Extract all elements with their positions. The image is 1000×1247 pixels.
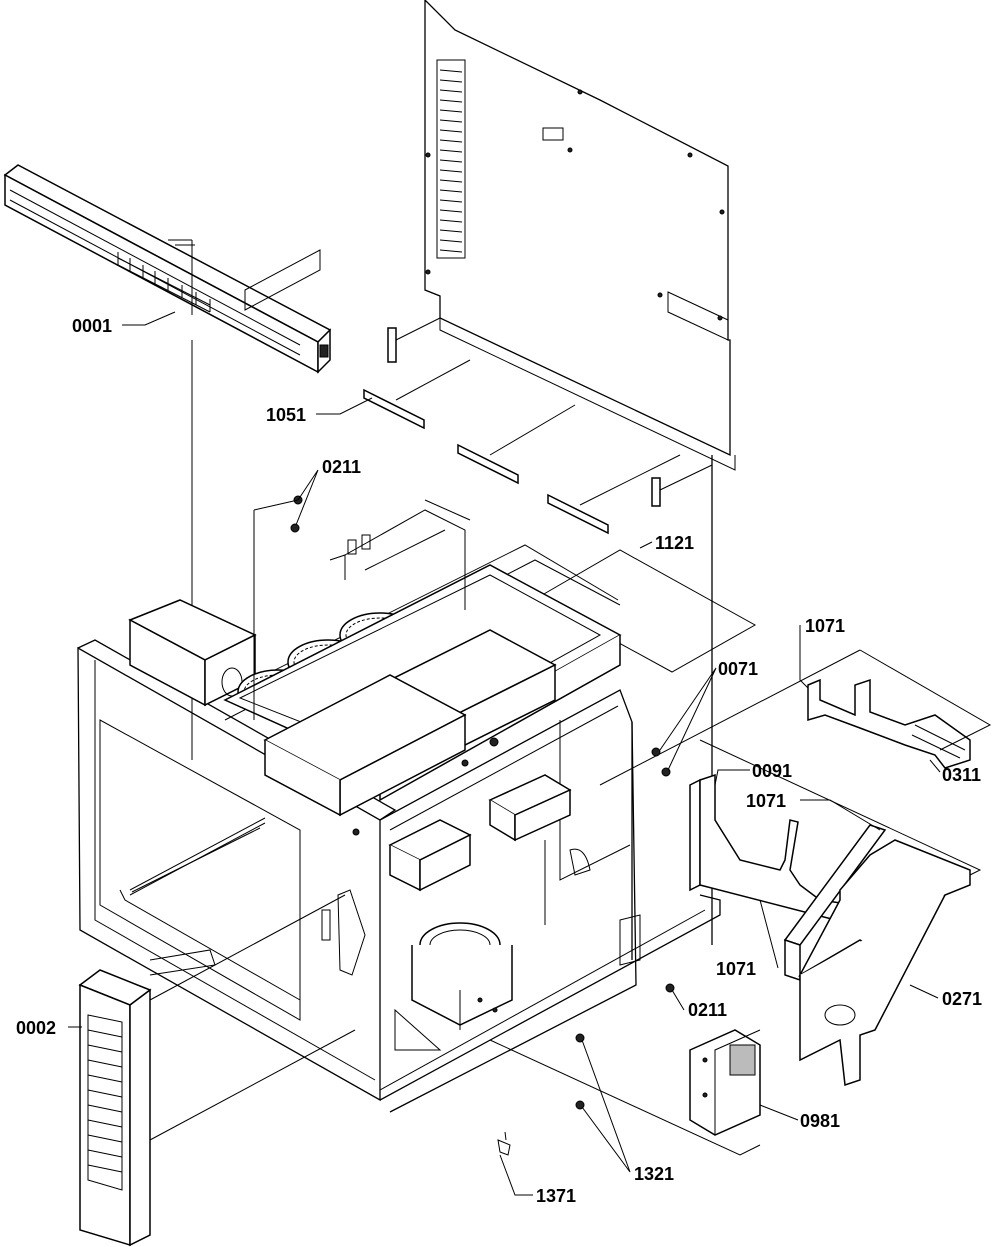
leader-lines [68,311,941,1196]
door-panel [78,969,152,1247]
insulation-sheet [535,549,757,673]
callout-1071-mid: 1071 [746,791,786,811]
callout-0311: 0311 [942,765,981,785]
transformer-box [128,599,257,707]
callout-1321: 1321 [634,1164,674,1184]
panel-0091 [689,773,861,926]
duct-1071-top [807,678,971,769]
plate-0271 [798,839,971,1087]
relay-board [689,1029,761,1136]
brackets-1051 [363,327,661,535]
callout-0211-top: 0211 [322,457,361,477]
outer-case-panel [424,0,736,471]
callout-0211-bottom: 0211 [688,1000,727,1020]
rear-bracket [329,499,471,610]
callout-0091: 0091 [752,761,792,781]
waveguide-assembly [263,629,557,817]
callout-0071: 0071 [718,659,758,679]
callout-0002: 0002 [16,1018,56,1038]
callout-1051: 1051 [266,405,306,425]
high-voltage-capacitor [388,774,572,892]
control-panel-bar [3,164,332,374]
callout-0001: 0001 [72,316,112,336]
callout-0271: 0271 [942,989,982,1009]
callout-0981: 0981 [800,1111,840,1131]
callout-1071-low: 1071 [716,959,756,979]
callout-1121: 1121 [655,533,694,553]
callout-1371: 1371 [536,1186,576,1206]
magnetron [394,922,513,1051]
callout-1071-top: 1071 [805,616,845,636]
vent-louvers [439,69,463,253]
